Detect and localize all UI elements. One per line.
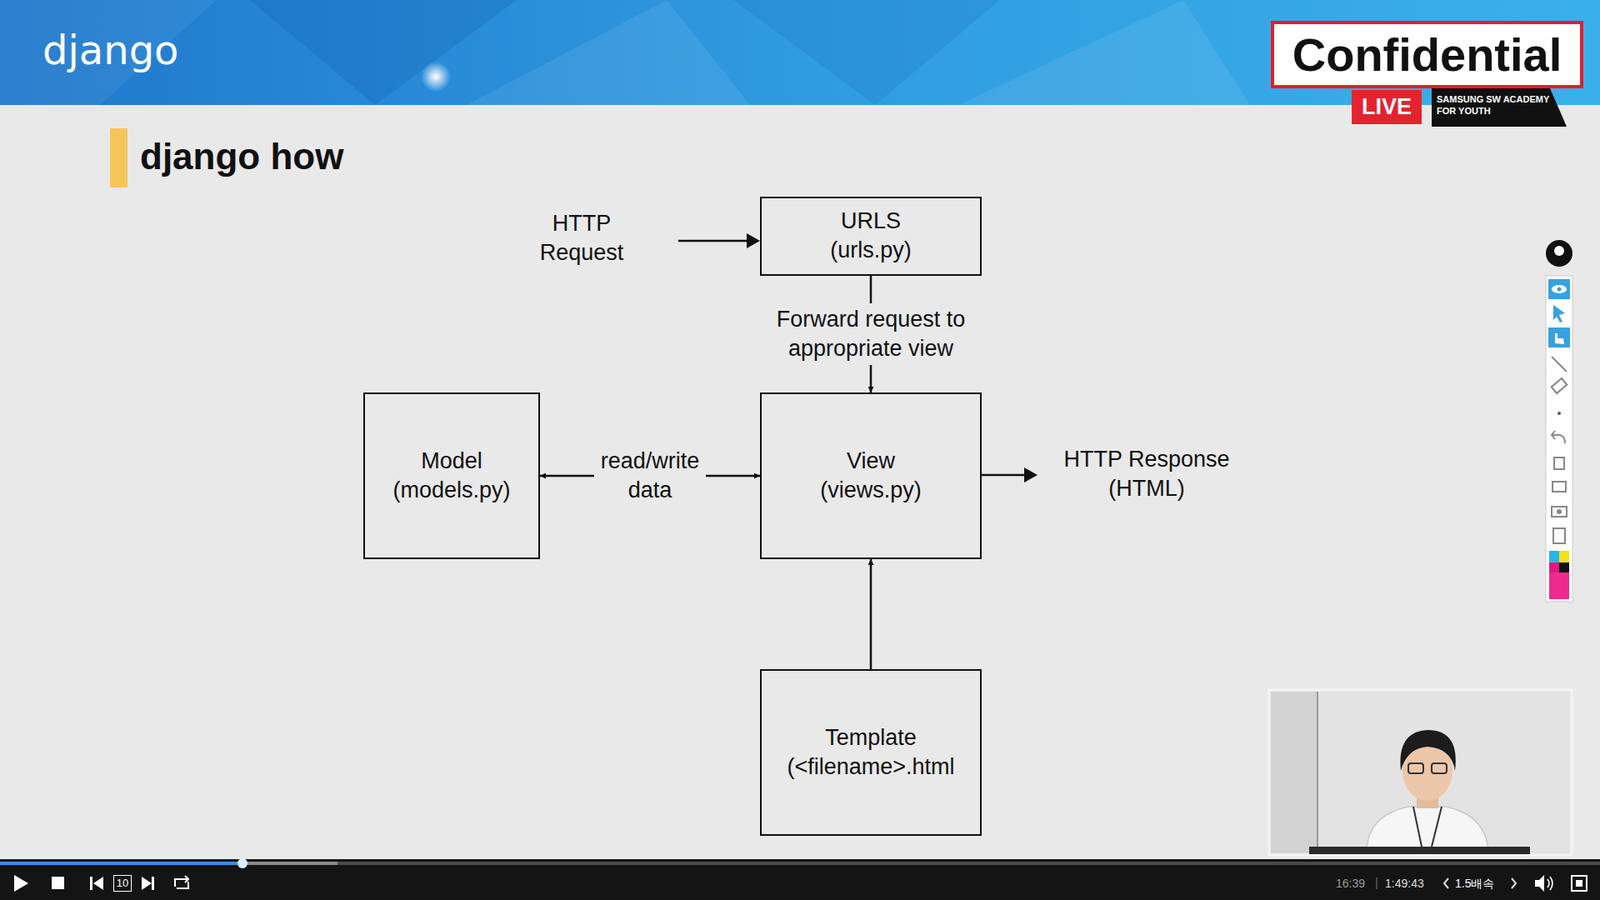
response-label: HTTP Response (HTML) [1042, 445, 1251, 504]
volume-icon [1547, 876, 1553, 890]
toolbar-eye [1551, 285, 1567, 294]
box-text: View (views.py) [820, 446, 922, 505]
live-badge: LIVE [1351, 90, 1422, 125]
webcam-frame [1269, 690, 1572, 855]
presenter-glasses [1431, 763, 1447, 774]
toolbar-logo [1545, 240, 1573, 267]
box-text: Template (<filename>.html [786, 723, 955, 782]
prev-icon [93, 876, 104, 890]
slide-title: django how [140, 133, 344, 180]
color-swatch [1549, 562, 1560, 573]
request-arrowhead [746, 233, 760, 249]
speed-up-icon [1511, 878, 1516, 889]
box-text: Model (models.py) [392, 446, 510, 505]
current-time: 16:39 [1335, 875, 1365, 891]
skip-seconds: 10 [113, 875, 132, 892]
prev-icon [90, 876, 93, 890]
webcam-wall-edge [1316, 691, 1319, 854]
template-box: Template (<filename>.html [760, 669, 982, 836]
fullscreen-icon [1571, 875, 1587, 891]
player-bar [0, 859, 1600, 900]
progress-buffered [0, 861, 338, 865]
presenter-lanyard [1413, 806, 1442, 847]
progress-played [0, 861, 243, 865]
toolbar-pointer [1553, 305, 1565, 323]
progress-knob [237, 858, 248, 869]
urls-box: URLS (urls.py) [760, 196, 982, 276]
brand-logo: django [42, 25, 179, 75]
toolbar-hand [1548, 327, 1570, 348]
color-swatch [1549, 572, 1570, 600]
color-swatch [1559, 562, 1570, 573]
title-marker [110, 128, 128, 188]
content-ground [0, 105, 1600, 860]
response-arrowhead [1024, 467, 1038, 483]
total-time: 1:49:43 [1385, 875, 1425, 891]
color-swatch [1549, 550, 1560, 563]
volume-icon [1535, 875, 1545, 892]
toolbar-camera [1551, 506, 1567, 517]
toolbar-logo [1554, 245, 1565, 256]
toolbar-trash [1554, 457, 1565, 470]
academy-name: SAMSUNG SW ACADEMY FOR YOUTH [1436, 93, 1555, 117]
academy-badge [1431, 88, 1567, 127]
box-text: URLS (urls.py) [830, 206, 912, 265]
request-arrow [678, 240, 749, 243]
header-facet [958, 0, 1250, 105]
toolbar-eye [1548, 279, 1570, 300]
toolbar-screen [1552, 481, 1566, 492]
connector-label: read/write data [594, 445, 707, 507]
speed-down-icon [1444, 878, 1449, 889]
toolbar-hand [1555, 333, 1565, 345]
color-swatch [1559, 550, 1570, 563]
request-label: HTTP Request [523, 209, 640, 268]
fullscreen-icon [1575, 880, 1583, 887]
playback-speed: 1.5배속 [1455, 875, 1495, 892]
header-facet [466, 0, 750, 105]
toolbar-panel [1545, 275, 1573, 602]
time-separator [1376, 877, 1378, 890]
toolbar-pen [1551, 356, 1567, 372]
view-box: View (views.py) [760, 392, 982, 560]
webcam-wall [1270, 691, 1318, 854]
toolbar-camera [1556, 509, 1562, 515]
response-arrow [981, 474, 1026, 477]
loop-icon [175, 875, 189, 889]
header-facet [0, 0, 217, 105]
presenter-desk [1309, 846, 1530, 855]
toolbar-eraser [1551, 378, 1568, 394]
header-facet [733, 0, 1000, 105]
model-box: Model (models.py) [363, 392, 540, 560]
next-icon [151, 876, 155, 890]
presenter-shirt [1366, 806, 1489, 850]
toolbar-clipboard [1553, 528, 1565, 544]
header-facet [250, 0, 517, 105]
play-icon [14, 875, 29, 892]
light-glow [420, 61, 451, 92]
next-icon [141, 876, 152, 890]
connector-label: Forward request to appropriate view [743, 303, 999, 365]
toolbar-eye [1557, 287, 1562, 292]
confidential-mark: Confidential [1272, 22, 1582, 87]
toolbar-undo [1551, 430, 1565, 444]
connector-arrow [870, 559, 873, 670]
confidential-frame [1272, 22, 1582, 87]
stop-icon [51, 876, 65, 890]
presenter-glasses [1408, 763, 1424, 774]
toolbar-dot [1557, 411, 1561, 415]
